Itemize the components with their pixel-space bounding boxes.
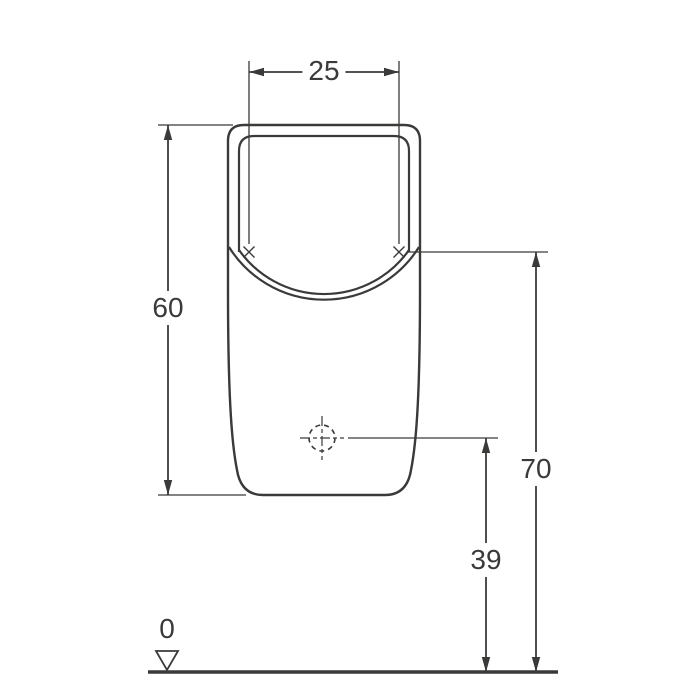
zero-level-triangle-icon (154, 650, 180, 672)
dimension-label-outlet-height: 39 (464, 543, 508, 577)
outlet-drain-mark (300, 416, 344, 460)
extension-lines (158, 61, 548, 496)
urinal-inner-rim (237, 134, 411, 252)
urinal-body-outline (226, 123, 422, 497)
dimension-label-width: 25 (302, 54, 346, 88)
fixing-cross-left (243, 246, 255, 258)
bowl-edge-arcs (228, 246, 420, 301)
dimension-label-floor-level: 0 (153, 612, 181, 646)
dimension-label-rim-height: 70 (514, 452, 558, 486)
dimension-label-body-height: 60 (146, 291, 190, 325)
fixing-cross-right (393, 246, 405, 258)
